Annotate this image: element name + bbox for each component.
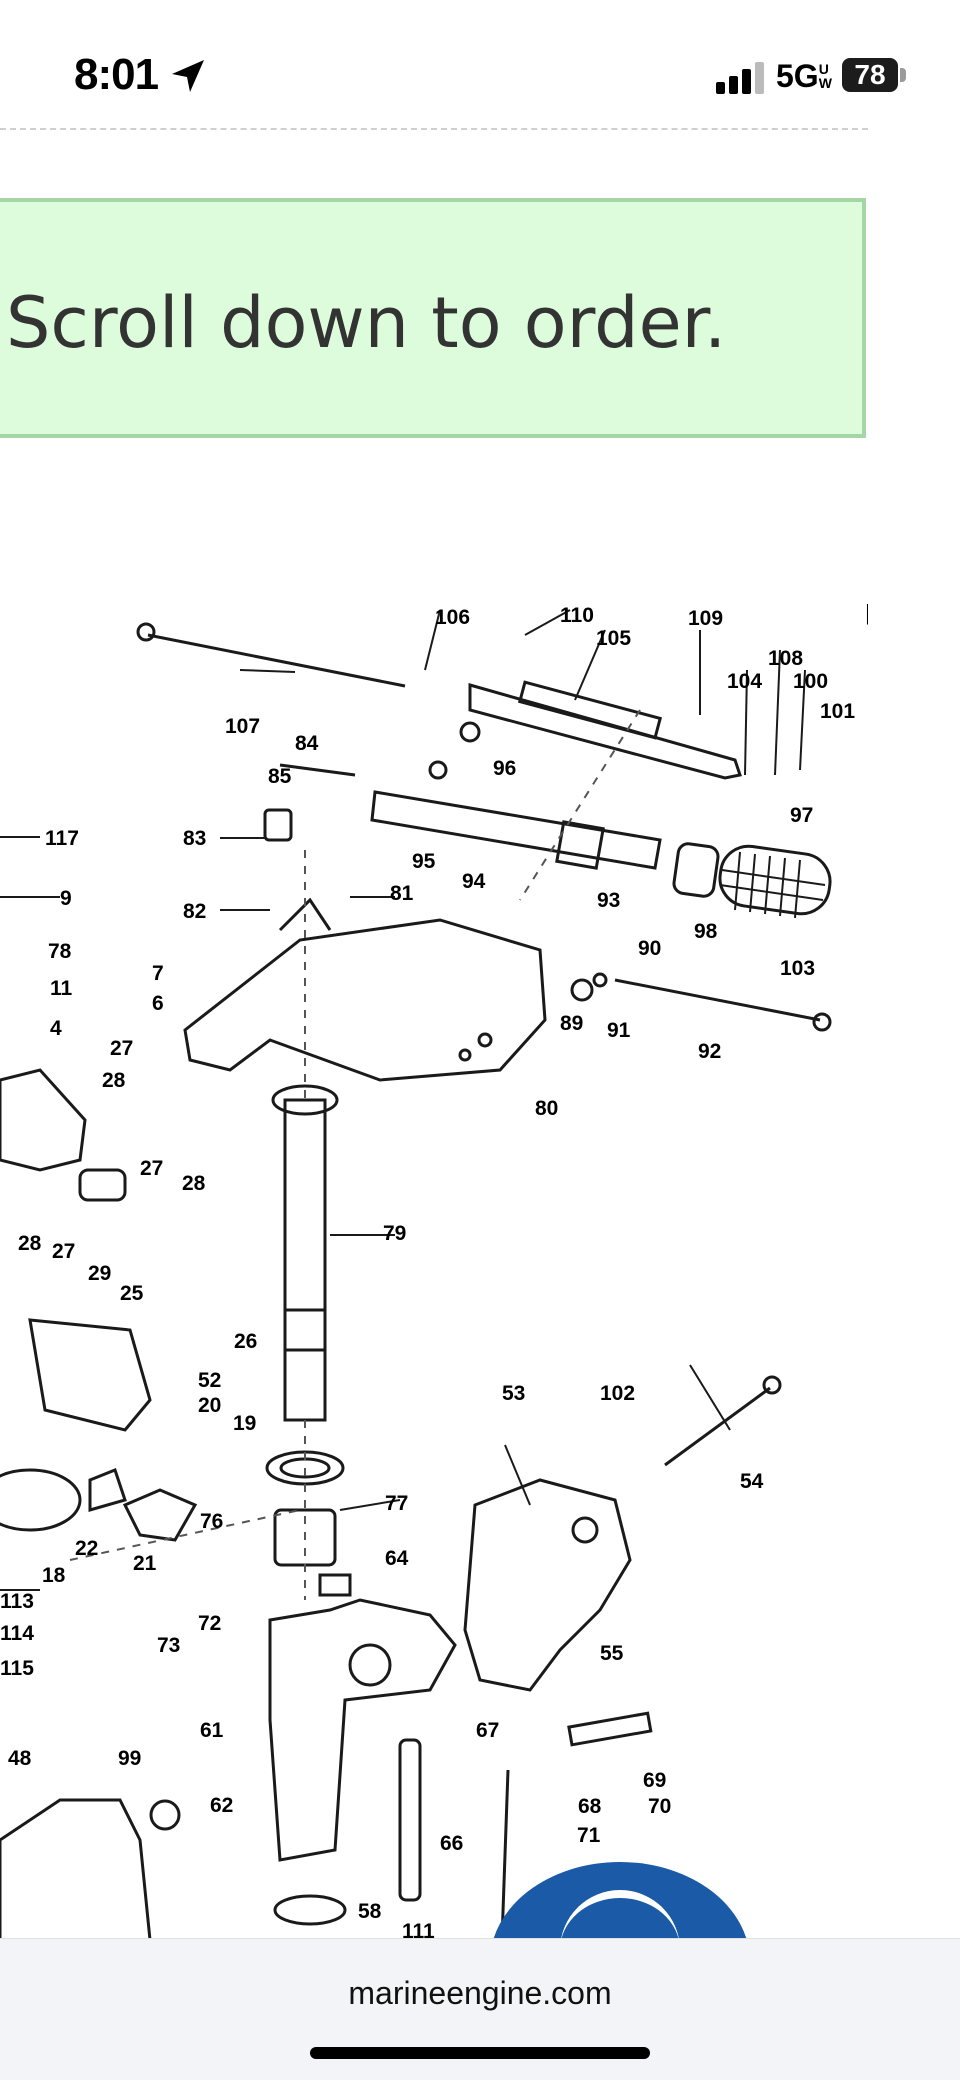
notice-text: Scroll down to order. bbox=[6, 282, 727, 364]
part-label: 27 bbox=[52, 1240, 75, 1263]
part-label: 28 bbox=[182, 1172, 206, 1195]
part-label: 110 bbox=[560, 604, 594, 627]
part-label: 93 bbox=[597, 889, 620, 912]
part-label: 26 bbox=[234, 1330, 257, 1353]
part-label: 101 bbox=[820, 700, 855, 723]
part-label: 98 bbox=[694, 920, 718, 943]
part-label: 94 bbox=[462, 870, 486, 893]
status-bar: 8:01 5GUW 78 bbox=[0, 0, 960, 130]
part-label: 105 bbox=[596, 627, 631, 650]
part-label: 48 bbox=[8, 1747, 32, 1770]
part-label: 67 bbox=[476, 1719, 499, 1742]
part-label: 53 bbox=[502, 1382, 525, 1405]
part-label: 89 bbox=[560, 1012, 583, 1035]
part-label: 115 bbox=[0, 1657, 34, 1680]
part-label: 99 bbox=[118, 1747, 141, 1770]
part-label: 82 bbox=[183, 900, 206, 923]
part-label: 71 bbox=[577, 1824, 601, 1847]
part-label: 11 bbox=[50, 977, 73, 1000]
part-label: 7 bbox=[152, 962, 164, 985]
part-label: 25 bbox=[120, 1282, 144, 1305]
cellular-signal-icon bbox=[716, 62, 764, 94]
part-label: 69 bbox=[643, 1769, 666, 1792]
part-label: 61 bbox=[200, 1719, 224, 1742]
part-label: 111 bbox=[402, 1920, 435, 1940]
part-label: 52 bbox=[198, 1369, 221, 1392]
part-label: 68 bbox=[578, 1795, 602, 1818]
part-label: 29 bbox=[88, 1262, 111, 1285]
part-label: 108 bbox=[768, 647, 803, 670]
chat-icon bbox=[560, 1890, 680, 1938]
part-label: 58 bbox=[358, 1900, 382, 1923]
part-label: 6 bbox=[152, 992, 164, 1015]
clock: 8:01 bbox=[74, 50, 159, 99]
part-label: 28 bbox=[102, 1069, 126, 1092]
part-label: 103 bbox=[780, 957, 815, 980]
part-label: 113 bbox=[0, 1590, 34, 1613]
battery-icon: 78 bbox=[842, 58, 908, 92]
part-label: 84 bbox=[295, 732, 319, 755]
part-label: 66 bbox=[440, 1832, 463, 1855]
part-label: 96 bbox=[493, 757, 516, 780]
part-label: 20 bbox=[198, 1394, 221, 1417]
network-type: 5GUW bbox=[776, 58, 832, 94]
part-label: 104 bbox=[727, 670, 762, 693]
part-label: 9 bbox=[60, 887, 72, 910]
part-label: 19 bbox=[233, 1412, 256, 1435]
part-label: 91 bbox=[607, 1019, 631, 1042]
part-label: 54 bbox=[740, 1470, 764, 1493]
home-indicator[interactable] bbox=[310, 2047, 650, 2059]
url-text[interactable]: marineengine.com bbox=[348, 1975, 612, 2011]
part-label: 92 bbox=[698, 1040, 721, 1063]
part-label: 107 bbox=[225, 715, 260, 738]
parts-diagram[interactable]: 106 110 109 105 108 104 100 101 107 84 8… bbox=[0, 600, 868, 1940]
part-label: 78 bbox=[48, 940, 72, 963]
part-label: 62 bbox=[210, 1794, 233, 1817]
part-label: 73 bbox=[157, 1634, 180, 1657]
part-label: 100 bbox=[793, 670, 828, 693]
part-label: 27 bbox=[140, 1157, 163, 1180]
divider bbox=[0, 128, 868, 130]
part-label: 28 bbox=[18, 1232, 42, 1255]
part-label: 27 bbox=[110, 1037, 133, 1060]
part-label: 97 bbox=[790, 804, 813, 827]
part-label: 77 bbox=[385, 1492, 408, 1515]
chat-button[interactable] bbox=[490, 1862, 750, 1938]
part-label: 4 bbox=[50, 1017, 62, 1040]
browser-address-bar[interactable]: marineengine.com bbox=[0, 1938, 960, 2080]
part-label: 114 bbox=[0, 1622, 34, 1645]
part-label: 80 bbox=[535, 1097, 558, 1120]
order-notice: Scroll down to order. bbox=[0, 198, 866, 438]
part-label: 72 bbox=[198, 1612, 221, 1635]
part-label: 64 bbox=[385, 1547, 409, 1570]
part-label: 55 bbox=[600, 1642, 624, 1665]
chat-button-area[interactable] bbox=[0, 1862, 960, 1938]
part-label: 109 bbox=[688, 607, 723, 630]
part-label: 106 bbox=[435, 606, 470, 629]
part-label: 70 bbox=[648, 1795, 671, 1818]
part-label: 22 bbox=[75, 1537, 98, 1560]
part-label: 79 bbox=[383, 1222, 406, 1245]
svg-text:|: | bbox=[865, 600, 868, 625]
part-label: 90 bbox=[638, 937, 661, 960]
part-label: 81 bbox=[390, 882, 414, 905]
part-label: 18 bbox=[42, 1564, 66, 1587]
part-label: 95 bbox=[412, 850, 436, 873]
location-arrow-icon bbox=[172, 60, 204, 92]
part-label: 21 bbox=[133, 1552, 157, 1575]
part-label: 117 bbox=[45, 827, 79, 850]
part-label: 76 bbox=[200, 1510, 223, 1533]
battery-level: 78 bbox=[854, 59, 886, 90]
part-label: 102 bbox=[600, 1382, 635, 1405]
part-label: 83 bbox=[183, 827, 206, 850]
part-label: 85 bbox=[268, 765, 292, 788]
